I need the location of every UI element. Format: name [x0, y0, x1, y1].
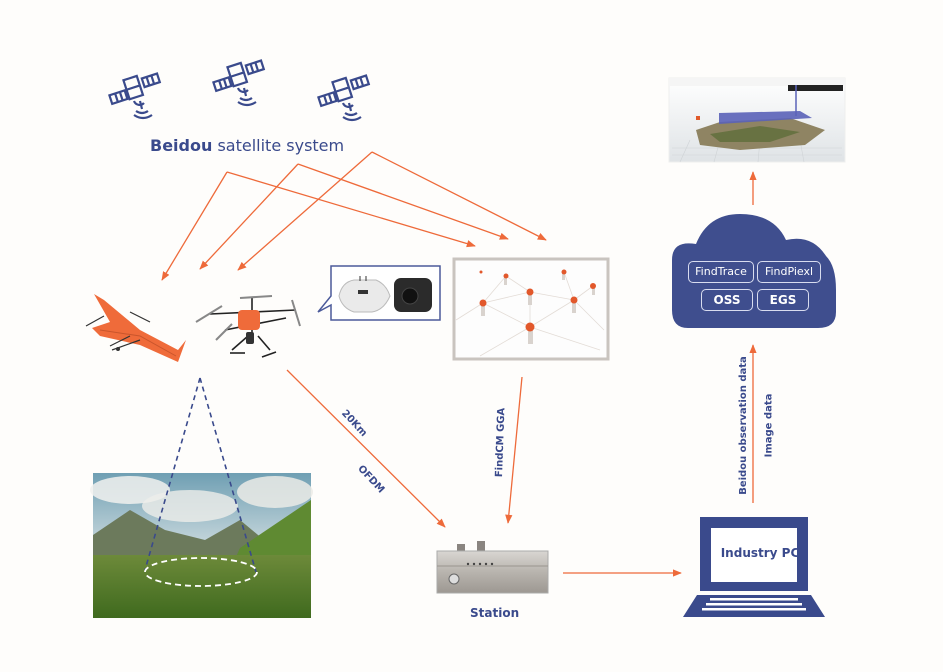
- satellite-signal-arrows: [161, 151, 757, 577]
- industry-pc-label: Industry PC: [720, 546, 800, 560]
- arrow-sat-to-network: [371, 151, 547, 241]
- cloud-service-oss: OSS: [701, 289, 753, 311]
- camera-footprint: [144, 377, 258, 587]
- arrow-drone-to-station: [286, 369, 446, 528]
- upload-label-image: Image data: [763, 393, 775, 458]
- diagram-title: Beidou satellite system: [150, 136, 344, 155]
- arrow-network-to-station: [505, 376, 523, 524]
- arrow-sat-to-fixedwing: [161, 171, 228, 281]
- cloud-service-egs: EGS: [757, 289, 809, 311]
- satellite-icon: [317, 74, 370, 122]
- landscape-photo: [90, 473, 313, 618]
- 3d-model-screenshot: [668, 77, 846, 163]
- title-bold: Beidou: [150, 136, 213, 155]
- base-station-icon: [436, 541, 549, 594]
- title-rest: satellite system: [212, 136, 345, 155]
- cors-network-icon: [452, 257, 610, 361]
- arrow-sat-to-multirotor: [199, 163, 299, 270]
- cloud-service-findtrace: FindTrace: [688, 261, 754, 283]
- arrow-sat-to-multirotor: [237, 151, 373, 271]
- laptop-icon: [683, 517, 825, 617]
- fixed-wing-drone-icon: [85, 294, 186, 362]
- satellite-icon: [108, 72, 161, 120]
- cloud-icon: [672, 214, 836, 328]
- station-label: Station: [470, 606, 520, 620]
- multirotor-drone-icon: [195, 295, 301, 358]
- gnss-receiver-icon: [338, 276, 391, 313]
- camera-icon: [394, 278, 432, 312]
- arrow-sat-to-network: [226, 171, 476, 248]
- satellite-icon: [212, 59, 265, 107]
- upload-label-observation: Beidou observation data: [737, 356, 749, 495]
- cloud-service-findpiexl: FindPiexl: [757, 261, 821, 283]
- arrow-sat-to-network: [297, 163, 509, 240]
- payload-callout: [317, 265, 441, 321]
